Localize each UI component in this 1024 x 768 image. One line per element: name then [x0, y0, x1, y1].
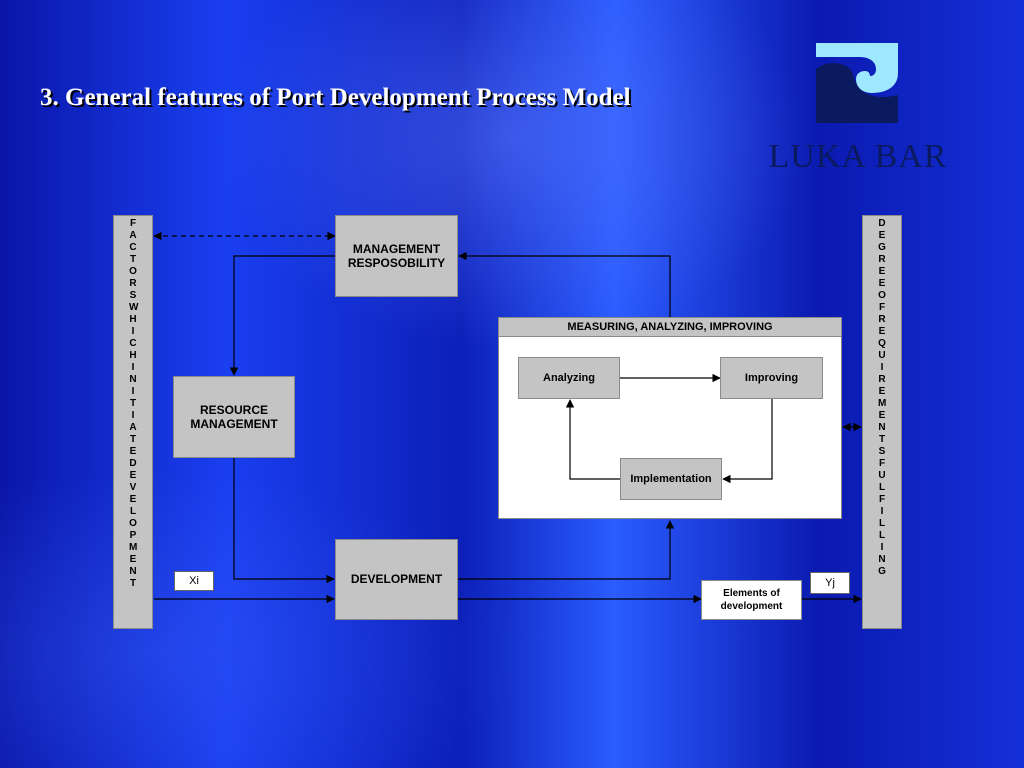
analyzing-box: Analyzing	[518, 357, 620, 399]
arrow-resource-to-development	[233, 458, 335, 584]
arrow-implementation-to-analyzing	[565, 399, 620, 480]
luka-bar-logo-icon	[816, 43, 898, 123]
arrow-panel-to-management	[458, 251, 671, 317]
panel-connectors	[565, 373, 773, 484]
arrow-development-to-panel	[458, 520, 675, 580]
resource-box: RESOURCE MANAGEMENT	[173, 376, 295, 458]
implementation-box: Implementation	[620, 458, 722, 500]
logo-text: LUKA BAR	[768, 138, 948, 175]
requirements-bar-label: DEGREE OF REQUIREMENTS FULFILLING	[878, 218, 887, 577]
requirements-bar: DEGREE OF REQUIREMENTS FULFILLING	[862, 215, 902, 629]
factors-bar: FACTORS WHICH INITIATE DEVELOPMENT	[113, 215, 153, 629]
yj-label: Yj	[810, 572, 850, 594]
development-box: DEVELOPMENT	[335, 539, 458, 620]
improving-box: Improving	[720, 357, 823, 399]
xi-label: Xi	[174, 571, 214, 591]
management-box: MANAGEMENT RESPOSOBILITY	[335, 215, 458, 297]
arrow-management-to-resource	[229, 255, 335, 376]
factors-bar-label: FACTORS WHICH INITIATE DEVELOPMENT	[129, 218, 139, 589]
arrow-improving-to-implementation	[722, 399, 773, 484]
measuring-panel: MEASURING, ANALYZING, IMPROVING Analyzin…	[498, 317, 842, 519]
panel-title: MEASURING, ANALYZING, IMPROVING	[499, 318, 841, 337]
slide-title: 3. General features of Port Development …	[40, 84, 631, 111]
elements-box: Elements of development	[701, 580, 802, 620]
